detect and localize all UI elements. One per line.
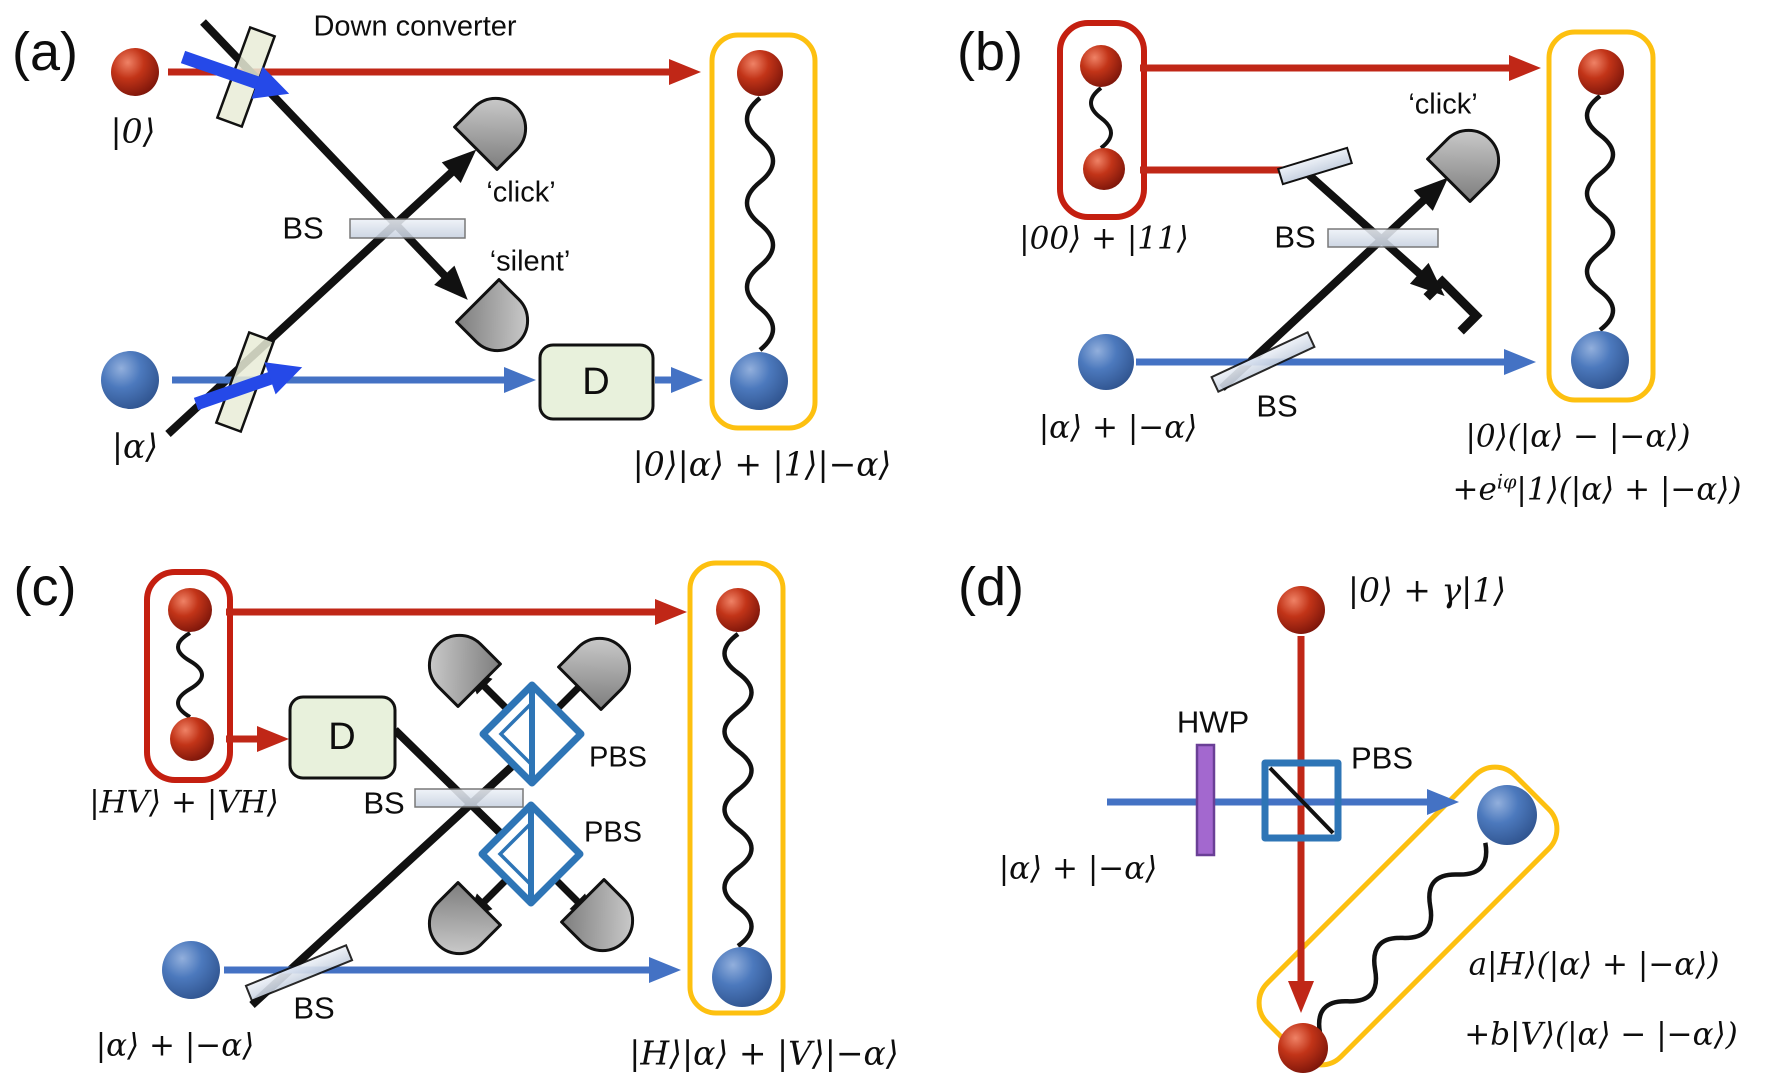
down-converter-label: Down converter xyxy=(313,10,517,43)
beamsplitter-tilted-c xyxy=(244,944,354,1002)
output-state-d-line2: +b|V⟩(|α⟩ − |−α⟩) xyxy=(1464,1016,1738,1053)
state-label-a-top: |0⟩ xyxy=(110,111,156,151)
source-state-b: |00⟩ + |11⟩ xyxy=(1019,220,1189,257)
photon-red-source-top-b xyxy=(1080,45,1122,87)
pbs-diamond-top xyxy=(479,681,585,787)
hwp-label-d: HWP xyxy=(1176,704,1250,740)
photon-red-source-top-c xyxy=(168,588,212,632)
click-label-b: ‘click’ xyxy=(1408,88,1478,121)
bs-label-c-center: BS xyxy=(363,785,405,821)
output-pair-box-b xyxy=(1546,29,1656,403)
panel-c-graphics xyxy=(144,560,786,1016)
state-label-c-bottom: |α⟩ + |−α⟩ xyxy=(95,1027,255,1064)
detector-click-a-icon xyxy=(453,84,540,171)
output-state-d-line1: a|H⟩(|α⟩ + |−α⟩) xyxy=(1468,946,1720,983)
beamsplitter-glass-a xyxy=(349,218,466,239)
state-label-b-bottom: |α⟩ + |−α⟩ xyxy=(1038,409,1198,446)
output-b2-superscript: iφ xyxy=(1496,470,1517,494)
displacement-box-c xyxy=(288,695,397,780)
photon-blue-input-c xyxy=(162,941,220,999)
entanglement-spring-b-output xyxy=(1584,94,1616,332)
click-label-a: ‘click’ xyxy=(486,176,556,209)
source-state-c: |HV⟩ + |VH⟩ xyxy=(89,784,279,821)
photon-blue-output-b xyxy=(1571,331,1629,389)
displacement-label-c: D xyxy=(328,716,356,758)
detector-c-lr-icon xyxy=(560,878,647,965)
state-label-d-left: |α⟩ + |−α⟩ xyxy=(998,850,1158,887)
pbs-label-d: PBS xyxy=(1350,740,1414,776)
state-label-d-top: |0⟩ + γ|1⟩ xyxy=(1347,570,1507,610)
black-beam-b-downright xyxy=(1305,171,1445,296)
panel-b-graphics xyxy=(1057,20,1656,403)
output-state-a: |0⟩|α⟩ + |1⟩|−α⟩ xyxy=(632,444,892,484)
pbs-cube-d xyxy=(1261,759,1342,842)
output-pair-box-c xyxy=(687,560,786,1016)
state-label-a-bottom: |α⟩ xyxy=(111,426,159,466)
entanglement-spring-c-output xyxy=(722,632,754,948)
beam-dump-bracket-icon xyxy=(1423,275,1483,335)
entanglement-spring-a xyxy=(744,96,776,352)
pbs-label-c-top: PBS xyxy=(588,741,648,774)
entanglement-spring-d xyxy=(1316,842,1489,1034)
panel-a-tag: (a) xyxy=(12,22,78,82)
photon-red-output-d xyxy=(1278,1023,1328,1073)
displacement-label-a: D xyxy=(582,361,610,403)
output-state-b-line2: +eiφ|1⟩(|α⟩ + |−α⟩) xyxy=(1453,472,1742,505)
photon-red-source-bottom-c xyxy=(170,717,214,761)
panel-a-graphics xyxy=(101,19,818,437)
bs-label-b-bottom: BS xyxy=(1256,388,1298,424)
photon-red-output-b xyxy=(1578,49,1624,95)
panel-d-tag: (d) xyxy=(958,557,1024,617)
black-beam-a-upright xyxy=(165,149,477,437)
pbs-diamond-bottom xyxy=(478,801,584,907)
output-b2-prefix: +e xyxy=(1452,471,1497,508)
photon-blue-output-d xyxy=(1477,785,1537,845)
panel-c-tag: (c) xyxy=(13,557,77,617)
detector-click-b-icon xyxy=(1426,116,1513,203)
bs-label-a: BS xyxy=(282,210,324,246)
photon-red-input-d xyxy=(1277,586,1325,634)
silent-label-a: ‘silent’ xyxy=(489,245,571,278)
photon-blue-input-b xyxy=(1078,334,1134,390)
pump-arrow-bottom-icon xyxy=(193,362,303,411)
photon-red-source-bottom-b xyxy=(1083,148,1125,190)
output-state-c: |H⟩|α⟩ + |V⟩|−α⟩ xyxy=(629,1033,899,1073)
bs-label-c-bottom: BS xyxy=(293,990,335,1026)
photon-blue-input-a xyxy=(101,351,159,409)
entanglement-spring-c-source xyxy=(176,631,204,719)
pump-arrow-top-icon xyxy=(180,50,290,99)
output-state-b-line1: |0⟩(|α⟩ − |−α⟩) xyxy=(1465,418,1691,455)
detector-silent-a-icon xyxy=(455,278,542,365)
beamsplitter-tilted-b xyxy=(1210,331,1316,393)
photon-red-output-c xyxy=(716,588,760,632)
panel-b-tag: (b) xyxy=(957,22,1023,82)
panel-d-graphics xyxy=(1107,586,1560,1073)
displacement-box-a xyxy=(538,343,655,421)
beamsplitter-glass-b xyxy=(1327,228,1439,248)
photon-red-input-a xyxy=(111,48,159,96)
beamsplitter-glass-c xyxy=(414,788,524,808)
mirror-glass-b xyxy=(1276,146,1354,186)
output-pair-box-a xyxy=(709,32,818,431)
entanglement-spring-b-source xyxy=(1089,86,1113,150)
hwp-plate-icon xyxy=(1195,743,1216,857)
output-b2-rest: |1⟩(|α⟩ + |−α⟩) xyxy=(1516,471,1742,508)
bs-label-b-top: BS xyxy=(1274,219,1316,255)
pbs-label-c-bottom: PBS xyxy=(583,816,643,849)
photon-red-output-a xyxy=(737,50,783,96)
photon-blue-output-c xyxy=(712,947,772,1007)
photon-blue-output-a xyxy=(730,352,788,410)
